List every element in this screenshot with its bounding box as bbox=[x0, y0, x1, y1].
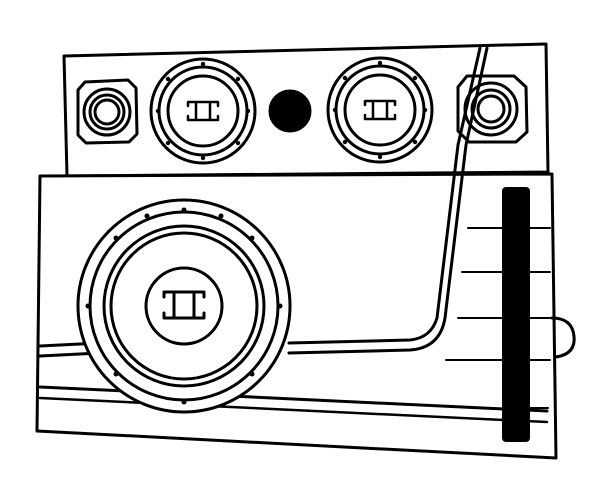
side-hook bbox=[550, 316, 576, 359]
right-midrange-driver bbox=[326, 56, 434, 164]
subwoofer-driver bbox=[76, 198, 292, 414]
base-line-lower bbox=[38, 396, 549, 424]
midrange-screws bbox=[155, 60, 428, 161]
cable bbox=[287, 46, 489, 355]
left-midrange-driver bbox=[149, 57, 257, 165]
center-port bbox=[268, 89, 312, 133]
right-tweeter bbox=[456, 74, 529, 144]
woofer-screws bbox=[85, 207, 283, 405]
left-tweeter bbox=[76, 78, 139, 145]
level-bar bbox=[502, 187, 530, 442]
